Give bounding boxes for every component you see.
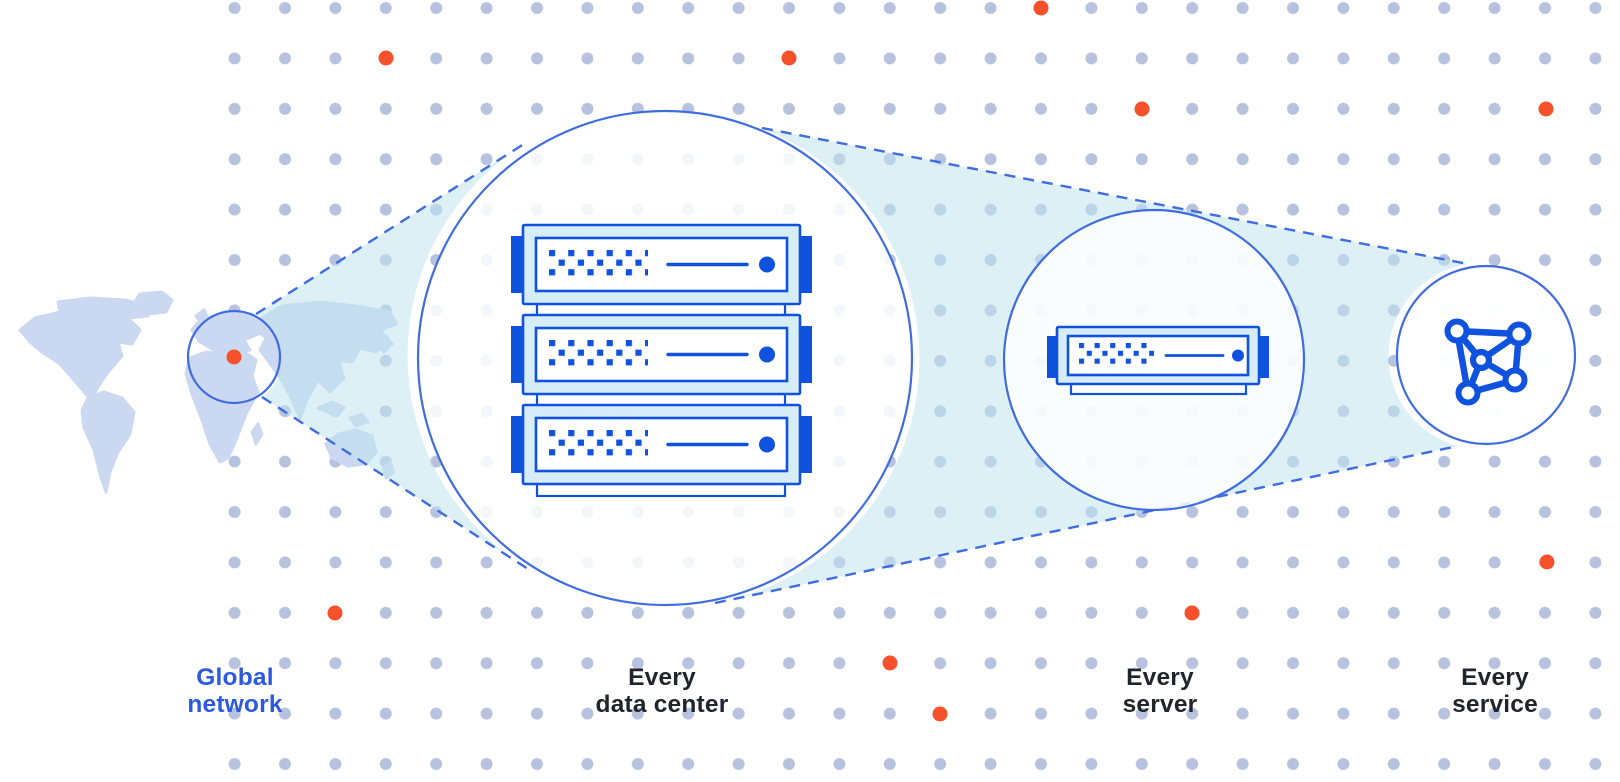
accent-dots (327, 0, 1555, 722)
label-line: Every (1126, 664, 1194, 691)
label-every-data-center: Every data center (542, 664, 782, 718)
label-every-service: Every service (1375, 664, 1615, 718)
server-rack-icon (511, 223, 812, 498)
label-line: Every (1461, 664, 1529, 691)
network-mesh-icon (1444, 318, 1532, 406)
zoom-guide-lines (255, 126, 1469, 605)
label-line: Every (628, 664, 696, 691)
server-icon (1047, 325, 1269, 396)
label-line: Global (196, 664, 274, 691)
beam-map-to-datacenter (256, 142, 528, 569)
global-network-circle (186, 309, 282, 405)
label-global-network: Global network (115, 664, 355, 718)
label-line: data center (595, 691, 729, 718)
label-line: server (1122, 691, 1198, 718)
label-line: network (187, 691, 283, 718)
label-every-server: Every server (1040, 664, 1280, 718)
label-line: service (1452, 691, 1538, 718)
location-marker-dot (226, 349, 242, 365)
